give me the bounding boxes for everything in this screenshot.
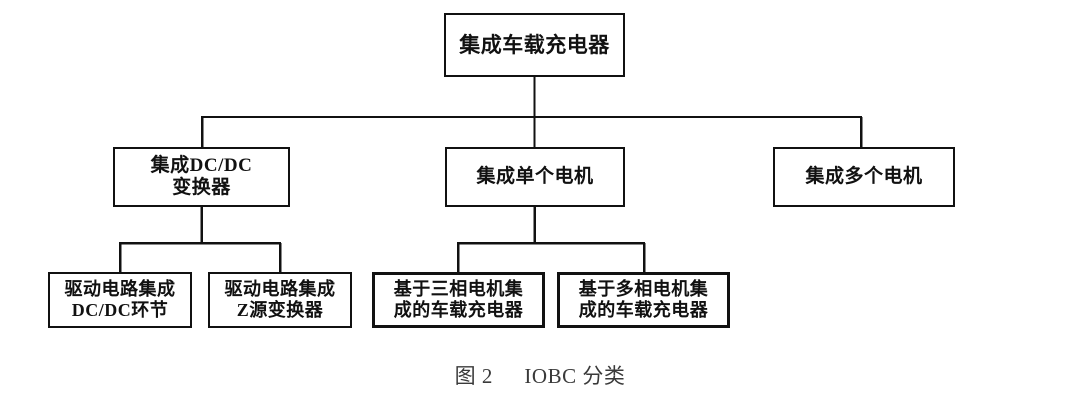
figure-caption-number: 图 2 — [454, 364, 493, 388]
node-integrated-single-motor[interactable]: 集成单个电机 — [445, 147, 625, 207]
node-label-line: 基于多相电机集 — [578, 278, 709, 299]
node-label-line: 成的车载充电器 — [578, 300, 709, 320]
node-label-line: Z源变换器 — [236, 300, 324, 320]
figure-caption-text: IOBC 分类 — [524, 364, 626, 388]
node-drive-circuit-z-source[interactable]: 驱动电路集成 Z源变换器 — [208, 272, 352, 328]
node-label-line: 驱动电路集成 — [224, 278, 336, 299]
node-label-line: 驱动电路集成 — [64, 278, 176, 299]
node-integrated-onboard-charger[interactable]: 集成车载充电器 — [444, 13, 625, 77]
node-label-line: 集成单个电机 — [476, 165, 594, 187]
node-label-line: DC/DC环节 — [71, 300, 169, 320]
node-integrated-dcdc-converter[interactable]: 集成DC/DC 变换器 — [113, 147, 290, 207]
node-multi-phase-motor-obc[interactable]: 基于多相电机集 成的车载充电器 — [557, 272, 730, 328]
node-label-line: 基于三相电机集 — [393, 278, 524, 299]
node-integrated-multi-motor[interactable]: 集成多个电机 — [773, 147, 955, 207]
node-label-line: 集成车载充电器 — [459, 32, 610, 57]
node-label-line: 成的车载充电器 — [393, 300, 524, 320]
node-drive-circuit-dcdc-stage[interactable]: 驱动电路集成 DC/DC环节 — [48, 272, 192, 328]
node-label-line: 变换器 — [172, 177, 231, 198]
figure-caption: 图 2 IOBC 分类 — [0, 360, 1080, 390]
node-label-line: 集成DC/DC — [150, 154, 253, 176]
node-label-line: 集成多个电机 — [805, 165, 923, 187]
node-three-phase-motor-obc[interactable]: 基于三相电机集 成的车载充电器 — [372, 272, 545, 328]
